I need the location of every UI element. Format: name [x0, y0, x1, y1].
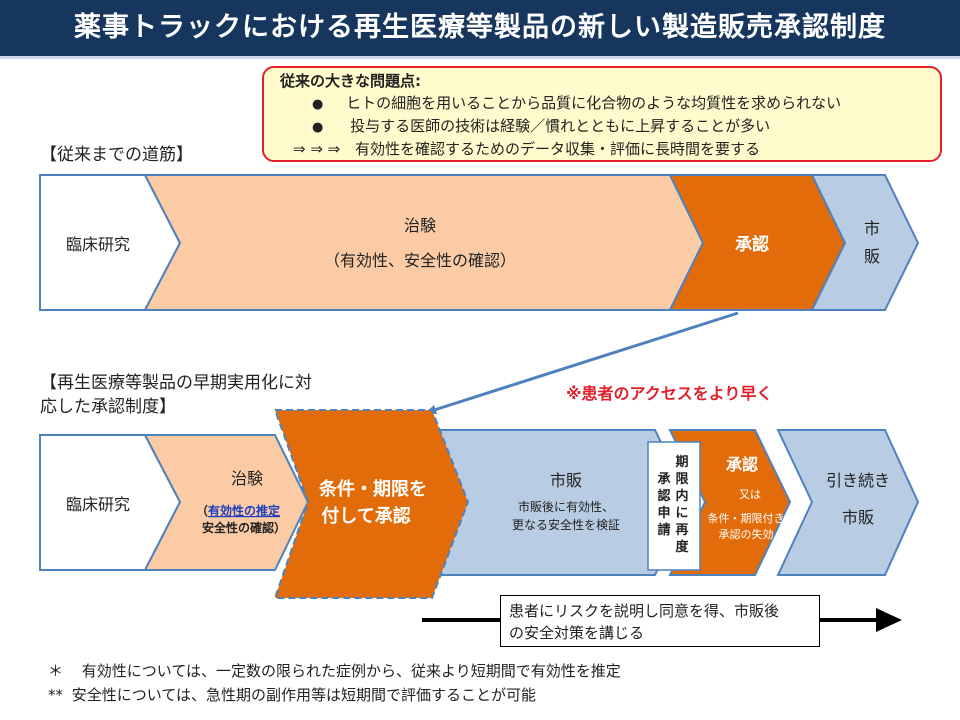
new-approval-or: 又は: [739, 488, 761, 501]
new-clinical-label: 臨床研究: [66, 495, 130, 514]
new-market-sub2: 更なる安全性を検証: [512, 517, 620, 532]
new-approval-label: 承認: [726, 455, 758, 474]
reapply-char: 承: [657, 472, 670, 487]
footnote-2-mark: **: [48, 686, 63, 704]
reapplication-box: [647, 441, 701, 571]
trad-trial-label: 治験: [404, 216, 436, 235]
reapply-char: 内: [675, 488, 688, 504]
reapply-char: に: [675, 506, 688, 521]
reapply-char: 認: [657, 488, 670, 504]
reapply-char: 度: [675, 539, 689, 555]
continue-label: 引き続き: [826, 471, 890, 490]
patient-access-note: ※患者のアクセスをより早く: [566, 384, 773, 403]
new-continue-step: [776, 429, 920, 576]
reapply-char: 申: [657, 505, 670, 521]
bullet-dot-icon: ●: [312, 97, 324, 112]
reapply-char: 再: [675, 523, 688, 538]
transition-arrow: [426, 311, 739, 415]
footnote-1: ＊ 有効性については、一定数の限られた症例から、従来より短期間で有効性を推定: [48, 660, 621, 681]
problem-box: [262, 66, 942, 162]
new-approval-expire1: 条件・期限付き: [708, 511, 785, 525]
new-trial-label: 治験: [231, 469, 263, 488]
new-market-label: 市販: [550, 471, 582, 490]
title-bar: [0, 0, 960, 59]
footnote-2-text: 安全性については、急性期の副作用等は短期間で評価することが可能: [71, 686, 537, 704]
new-section-label-line1: 【再生医療等製品の早期実用化に対: [40, 373, 312, 393]
conditional-approval-line1: 条件・期限を: [318, 478, 427, 500]
problem-bullet-1: ● ヒトの細胞を用いることから品質に化合物のような均質性を求められない: [312, 92, 841, 113]
problem-bullet-2: ● 投与する医師の技術は経験／慣れとともに上昇することが多い: [312, 115, 770, 136]
page-title: 薬事トラックにおける再生医療等製品の新しい製造販売承認制度: [74, 12, 886, 43]
new-trial-safety-line: 安全性の確認）: [202, 520, 286, 535]
risk-explanation-box: 患者にリスクを説明し同意を得、市販後 の安全対策を講じる: [500, 595, 820, 647]
trad-market-step: [810, 174, 920, 311]
reapply-char: 限: [675, 472, 689, 487]
new-trial-efficacy-line: （有効性の推定: [196, 503, 280, 518]
risk-note-line2: の安全対策を講じる: [509, 624, 645, 642]
risk-note-line1: 患者にリスクを説明し同意を得、市販後: [509, 602, 780, 620]
trad-approval-label: 承認: [735, 234, 769, 255]
problem-conclusion: ⇒ ⇒ ⇒ 有効性を確認するためのデータ収集・評価に長時間を要する: [293, 138, 760, 159]
trad-trial-sublabel: （有効性、安全性の確認）: [324, 251, 516, 270]
reapply-column-2: 承 認 申 請: [657, 472, 670, 538]
new-section-label-line2: 応した承認制度】: [40, 397, 176, 417]
bullet-dot-icon: ●: [312, 120, 324, 135]
reapply-column-1: 期 限 内 に 再 度: [675, 455, 689, 555]
problem-heading: 従来の大きな問題点:: [280, 72, 421, 90]
post-market-arrow-head: [876, 608, 902, 632]
problem-bullet-1-text: ヒトの細胞を用いることから品質に化合物のような均質性を求められない: [346, 94, 842, 112]
efficacy-estimate-text: 有効性の推定: [208, 503, 280, 518]
triple-arrow-icon: ⇒ ⇒ ⇒: [293, 140, 341, 158]
trad-market-label-2: 販: [864, 247, 880, 266]
footnote-1-text: 有効性については、一定数の限られた症例から、従来より短期間で有効性を推定: [81, 662, 621, 680]
new-approval-expire2: 承認の失効: [719, 527, 774, 541]
continue-market-label: 市販: [842, 508, 874, 527]
problem-bullet-2-text: 投与する医師の技術は経験／慣れとともに上昇することが多い: [350, 117, 771, 135]
reapply-char: 期: [675, 455, 688, 470]
new-trial-step: [143, 434, 310, 571]
reapply-char: 請: [657, 522, 670, 538]
footnote-1-mark: ＊: [48, 662, 64, 680]
footnote-2: ** 安全性については、急性期の副作用等は短期間で評価することが可能: [48, 684, 536, 705]
trad-trial-step: [143, 174, 705, 311]
conditional-approval-line2: 付して承認: [321, 505, 410, 527]
conditional-approval-step: [273, 409, 470, 599]
new-market-sub1: 市販後に有効性、: [518, 499, 614, 514]
problem-conclusion-text: 有効性を確認するためのデータ収集・評価に長時間を要する: [355, 140, 761, 158]
trad-clinical-label: 臨床研究: [66, 235, 130, 254]
traditional-section-label: 【従来までの道筋】: [40, 145, 193, 165]
trad-market-label-1: 市: [864, 219, 880, 238]
